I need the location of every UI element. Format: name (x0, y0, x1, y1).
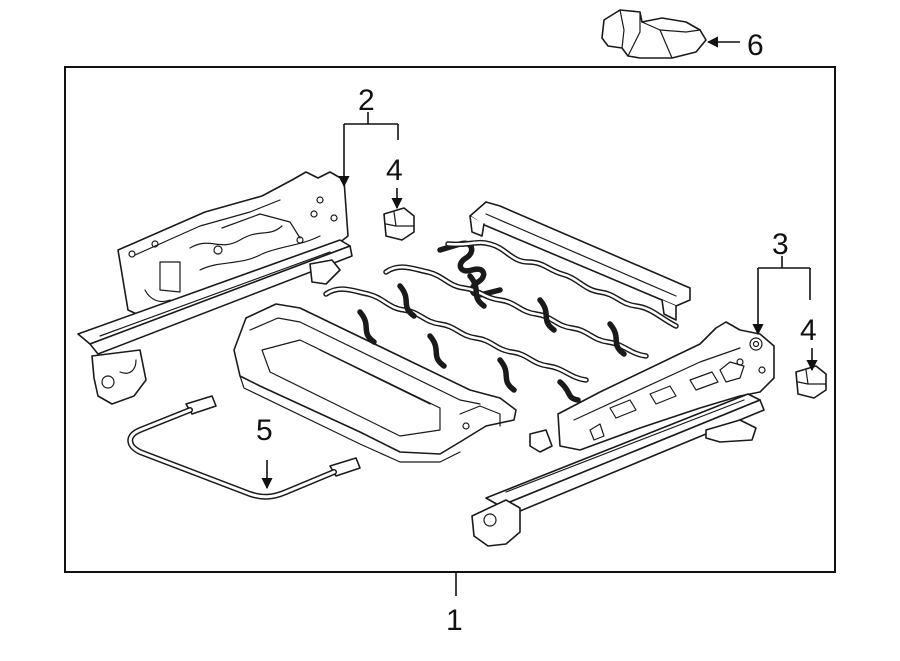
part-5-wire-rod[interactable] (127, 395, 361, 500)
assembly-frame (64, 66, 836, 573)
part-6-bracket[interactable] (601, 9, 707, 59)
seat-pan-tray[interactable] (233, 303, 517, 463)
callout-6: 6 (747, 29, 764, 62)
part-3-right-seat-track[interactable] (471, 321, 775, 547)
part-4-clip-left[interactable] (383, 207, 415, 241)
callout-1: 1 (446, 604, 463, 637)
callout-4-left: 4 (386, 154, 403, 187)
callout-5: 5 (256, 414, 273, 447)
callout-3: 3 (772, 228, 789, 261)
part-2-left-seat-track[interactable] (77, 171, 353, 405)
callout-2: 2 (358, 84, 375, 117)
rear-cross-bar[interactable] (469, 201, 691, 321)
seat-springs[interactable] (323, 239, 679, 403)
callout-4-right: 4 (800, 314, 817, 347)
part-4-clip-right[interactable] (795, 365, 827, 399)
